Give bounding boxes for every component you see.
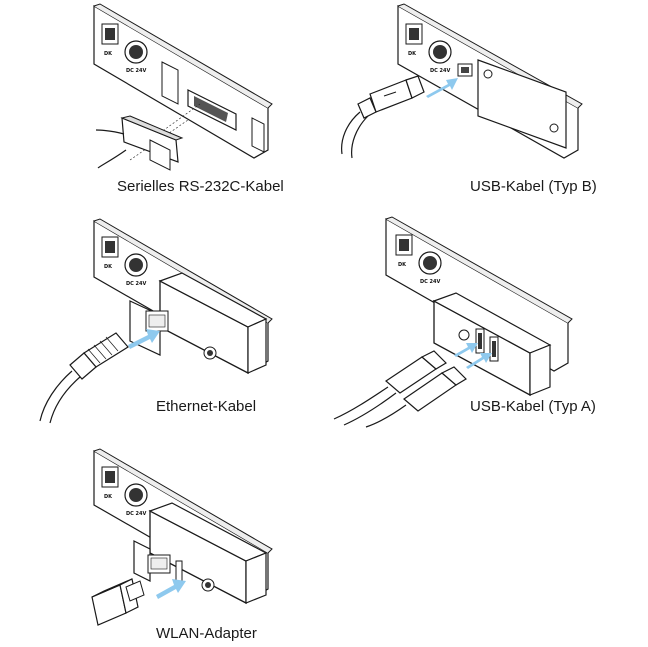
caption-wlan: WLAN-Adapter bbox=[156, 625, 257, 642]
caption-rs232: Serielles RS-232C-Kabel bbox=[117, 178, 284, 195]
insert-arrow bbox=[156, 579, 186, 599]
printer-back-panel bbox=[93, 4, 269, 159]
dc-label: DC 24V bbox=[420, 279, 441, 285]
dk-label: DK bbox=[398, 262, 407, 268]
dc-label: DC 24V bbox=[126, 511, 147, 517]
insert-arrow bbox=[466, 353, 492, 369]
usb-a-cable bbox=[365, 404, 407, 428]
serial-cable bbox=[95, 129, 125, 135]
usb-b-plug bbox=[369, 79, 413, 113]
caption-usb-a: USB-Kabel (Typ A) bbox=[470, 398, 596, 415]
dc-label: DC 24V bbox=[126, 281, 147, 287]
rs232-illustration: DK DC 24V bbox=[0, 0, 330, 200]
dk-label: DK bbox=[408, 51, 417, 57]
dc-label: DC 24V bbox=[126, 68, 147, 74]
caption-ethernet: Ethernet-Kabel bbox=[156, 398, 257, 415]
usb-b-cable bbox=[341, 111, 361, 155]
dk-label: DK bbox=[104, 264, 113, 270]
caption-usb-b: USB-Kabel (Typ B) bbox=[470, 178, 597, 195]
insert-arrow bbox=[426, 78, 458, 98]
insert-arrow bbox=[128, 329, 160, 349]
dk-label: DK bbox=[104, 51, 113, 57]
usb-a-illustration: DK DC 24V bbox=[330, 215, 648, 428]
insert-arrow bbox=[454, 343, 478, 357]
usb-a-cable bbox=[333, 386, 389, 420]
dc-label: DC 24V bbox=[430, 68, 451, 74]
usb-b-illustration: DK DC 24V bbox=[330, 0, 648, 200]
dk-label: DK bbox=[104, 494, 113, 500]
ethernet-cable bbox=[39, 370, 73, 422]
ethernet-illustration: DK DC 24V bbox=[0, 215, 330, 425]
wlan-illustration: DK DC 24V bbox=[0, 445, 330, 626]
interface-cover bbox=[477, 59, 567, 149]
